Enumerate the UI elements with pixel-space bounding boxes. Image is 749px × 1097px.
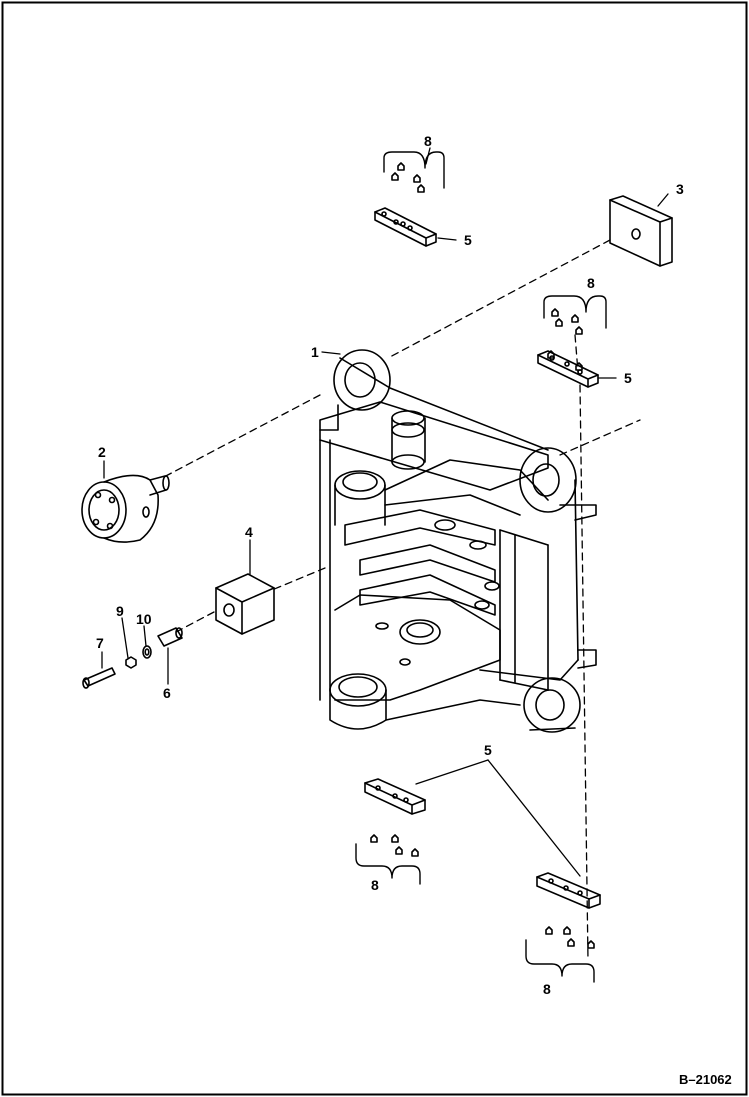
wear-plate-part-5-top [374,207,437,247]
wear-plate-part-5-right [537,350,599,388]
pin-part-6 [157,627,183,647]
callout-5-lower: 5 [484,742,492,758]
block-part-4 [215,573,275,635]
callout-8-lower-left: 8 [371,877,379,893]
callout-numbers: 1 2 3 4 5 5 5 6 7 8 8 8 8 9 10 [96,133,684,997]
swivel-part-2 [81,474,170,543]
swing-frame-part-1 [319,349,597,733]
callout-8-lower-right: 8 [543,981,551,997]
screw-set-part-8-top [383,151,445,193]
bolt-part-7 [82,667,116,689]
callout-8-right: 8 [587,275,595,291]
callout-10: 10 [136,611,152,627]
wear-plate-part-5-lower-right [536,872,601,909]
callout-6: 6 [163,685,171,701]
screw-set-part-8-lower-left [355,834,421,885]
callout-2: 2 [98,444,106,460]
callout-3: 3 [676,181,684,197]
drawing-reference-number: B–21062 [679,1072,732,1087]
block-part-3 [609,195,673,267]
callout-7: 7 [96,635,104,651]
callout-5-top: 5 [464,232,472,248]
washer-part-10 [142,645,152,659]
callout-1: 1 [311,344,319,360]
callout-8-top: 8 [424,133,432,149]
screw-set-part-8-right [543,295,607,371]
wear-plate-part-5-lower-left [364,778,426,815]
callout-5-right: 5 [624,370,632,386]
callout-9: 9 [116,603,124,619]
nut-part-9 [125,656,137,669]
assembly-leader-lines [161,239,641,961]
callout-4: 4 [245,524,253,540]
callout-leaders [101,147,669,877]
screw-set-part-8-lower-right [525,926,595,983]
